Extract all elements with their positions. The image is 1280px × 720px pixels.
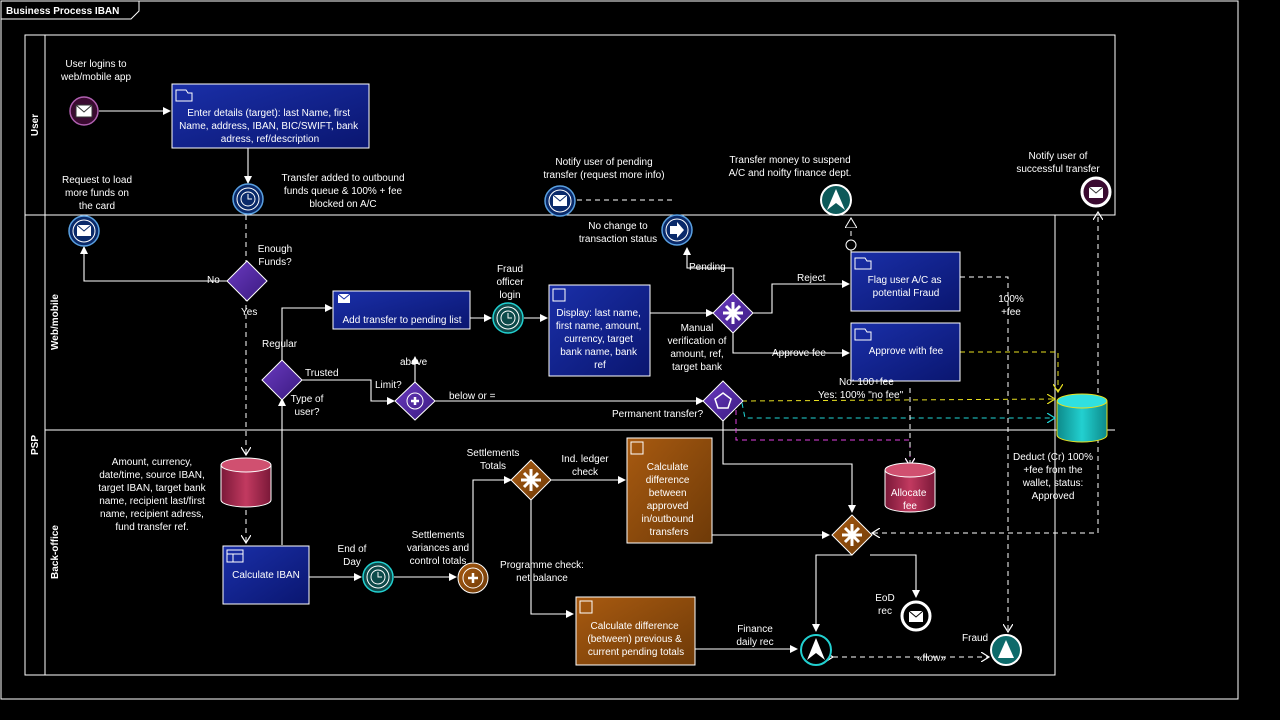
svg-text:Fraud: Fraud	[962, 633, 988, 644]
association-origin	[845, 239, 857, 251]
diagram-frame: Business Process IBAN	[0, 0, 1239, 700]
user-task-icon	[175, 89, 193, 102]
task-enter-details[interactable]: Enter details (target): last Name, first…	[171, 83, 370, 149]
svg-text:100%+fee: 100%+fee	[998, 294, 1024, 318]
message-event-notify-pending[interactable]	[544, 185, 576, 217]
svg-text:Programme check:net balance: Programme check:net balance	[500, 560, 584, 584]
svg-text:Limit?: Limit?	[375, 380, 402, 391]
user-task-icon	[854, 328, 872, 341]
task-flag-user[interactable]: Flag user A/C as potential Fraud	[850, 251, 961, 312]
datastore-allocate-fee[interactable]: Allocate fee	[884, 462, 936, 513]
svg-text:Amount, currency,date/time, so: Amount, currency,date/time, source IBAN,…	[98, 457, 206, 533]
task-calc-diff-previous[interactable]: Calculate difference (between) previous …	[575, 596, 696, 666]
start-event-user-login[interactable]	[69, 96, 99, 126]
svg-text:below or =: below or =	[449, 391, 496, 402]
task-calculate-iban-label: Calculate IBAN	[232, 570, 300, 581]
pool-psp: PSP	[30, 435, 41, 455]
message-flows	[246, 199, 1098, 657]
task-flag-user-label: Flag user A/C as potential Fraud	[868, 275, 945, 299]
task-calc-diff-previous-label: Calculate difference (between) previous …	[587, 621, 684, 658]
svg-text:Pending: Pending	[689, 262, 726, 273]
svg-text:Regular: Regular	[262, 339, 298, 350]
escalation-event-suspend[interactable]	[820, 184, 852, 216]
gateway-limit[interactable]	[394, 381, 436, 421]
script-task-icon	[579, 600, 593, 614]
script-task-icon	[630, 441, 644, 455]
svg-text:No: No	[207, 275, 220, 286]
script-task-icon	[552, 288, 566, 302]
svg-text:Approve fee: Approve fee	[772, 348, 826, 359]
task-approve-fee-label: Approve with fee	[869, 346, 944, 357]
svg-text:Yes: Yes	[241, 307, 257, 318]
gateway-enough-funds[interactable]	[226, 260, 268, 302]
task-calculate-iban[interactable]: Calculate IBAN	[222, 545, 310, 605]
gateway-type-of-user[interactable]	[261, 359, 303, 401]
sequence-flows	[80, 107, 920, 653]
svg-text:«flow»: «flow»	[917, 653, 946, 664]
lane-user: User	[30, 114, 41, 136]
task-enter-details-label: Enter details (target): last Name, first…	[179, 108, 361, 145]
business-rule-icon	[226, 549, 244, 563]
task-add-transfer-label: Add transfer to pending list	[343, 315, 462, 326]
gateway-permanent-transfer[interactable]	[702, 380, 744, 422]
gateway-settlements-totals[interactable]	[510, 459, 552, 501]
lane-web-mobile: Web/mobile	[50, 294, 61, 350]
task-display[interactable]: Display: last name, first name, amount, …	[548, 284, 651, 377]
datastore-transfers[interactable]	[220, 457, 272, 508]
data-associations	[735, 351, 1058, 466]
gateway-merge[interactable]	[831, 514, 873, 556]
svg-text:No: 100+fee: No: 100+fee	[839, 377, 894, 388]
escalation-event-fraud[interactable]	[990, 634, 1022, 666]
task-calc-diff-approved-label: Calculate difference between approved in…	[641, 462, 696, 538]
datastore-wallet[interactable]	[1056, 393, 1108, 443]
timer-event-outbound-queue[interactable]	[232, 183, 264, 215]
task-add-transfer[interactable]: Add transfer to pending list	[332, 290, 471, 330]
task-approve-fee[interactable]: Approve with fee	[850, 322, 961, 382]
escalation-event-finance[interactable]	[800, 634, 832, 666]
svg-text:Trusted: Trusted	[305, 368, 339, 379]
datastore-allocate-fee-label: Allocate fee	[891, 488, 929, 512]
diagram-title: Business Process IBAN	[6, 6, 119, 17]
message-event-request-load[interactable]	[68, 215, 100, 247]
gateway-settlements-variances[interactable]	[457, 562, 489, 594]
svg-text:Permanent transfer?: Permanent transfer?	[612, 409, 704, 420]
svg-text:above: above	[400, 357, 428, 368]
gateway-manual-verification[interactable]	[712, 292, 754, 334]
svg-text:Reject: Reject	[797, 273, 826, 284]
user-task-icon	[854, 257, 872, 270]
svg-text:Yes: 100% "no fee": Yes: 100% "no fee"	[818, 390, 904, 401]
end-message-notify-success[interactable]	[1080, 176, 1112, 208]
timer-event-fraud-officer[interactable]	[492, 302, 524, 334]
task-calc-diff-approved[interactable]: Calculate difference between approved in…	[626, 437, 713, 544]
end-message-eod-rec[interactable]	[900, 600, 932, 632]
task-display-label: Display: last name, first name, amount, …	[556, 308, 644, 371]
lane-back-office: Back-office	[50, 525, 61, 579]
timer-event-end-of-day[interactable]	[362, 561, 394, 593]
pool-lanes	[24, 34, 1116, 676]
link-event-no-change[interactable]	[661, 214, 693, 246]
